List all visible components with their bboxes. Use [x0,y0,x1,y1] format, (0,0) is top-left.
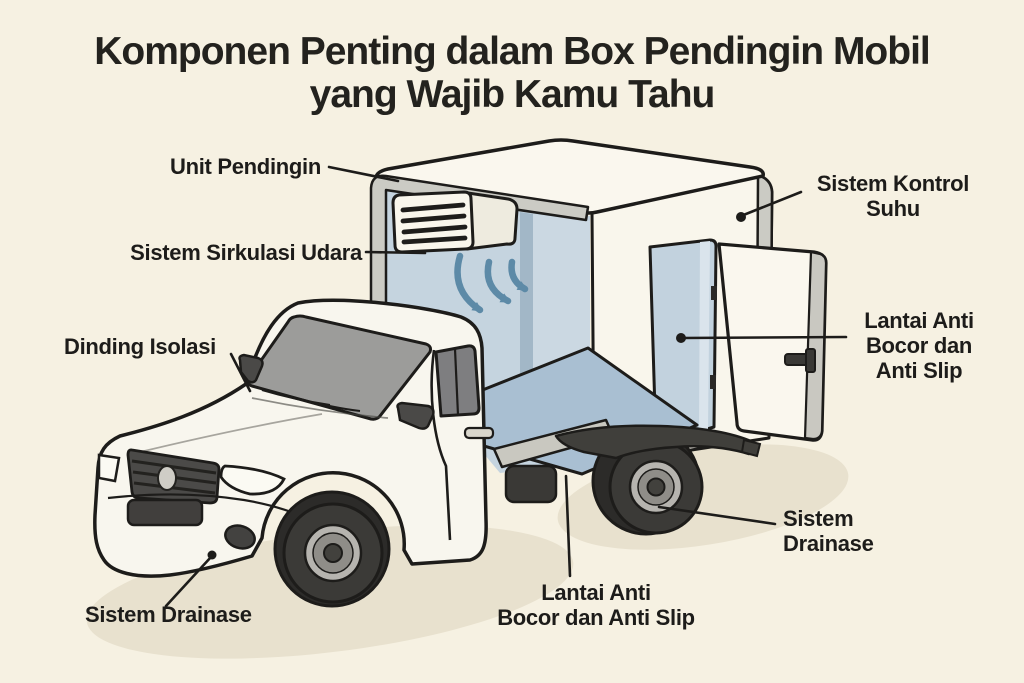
airflow-arrows-icon [454,252,529,314]
fog-light [224,524,256,550]
box-frame [369,174,590,334]
front-wheel [273,490,391,608]
truck-cab [93,298,495,578]
title-line-2: yang Wajib Kamu Tahu [309,73,716,116]
label-lantai-anti-right: Lantai Anti Bocor dan Anti Slip [864,308,974,383]
bumper-intake [126,498,204,527]
label-unit-pendingin: Unit Pendingin [169,154,321,179]
side-mirror-icon [396,401,435,430]
leader-lines [164,165,848,608]
cooling-unit-icon [391,190,519,254]
door-handle-icon [784,348,816,373]
label-dinding-isolasi: Dinding Isolasi [64,334,216,359]
corner-mirror-icon [238,353,264,384]
brand-badge [157,465,177,491]
windshield [246,314,432,421]
label-sistem-sirkulasi-udara: Sistem Sirkulasi Udara [130,240,362,265]
page-title: Komponen Penting dalam Box Pendingin Mob… [0,30,1024,116]
label-sistem-drainase-bottom: Sistem Drainase [85,602,252,627]
headlight [219,464,286,496]
label-sistem-kontrol-suhu: Sistem Kontrol Suhu [816,171,970,221]
leader-dots [207,212,746,560]
label-lantai-anti-bottom: Lantai Anti Bocor dan Anti Slip [497,580,695,630]
cab-door-handle-icon [463,426,495,440]
label-sistem-drainase-right: Sistem Drainase [783,506,874,556]
chassis [554,424,762,460]
open-door-icon [717,242,828,442]
title-line-1: Komponen Penting dalam Box Pendingin Mob… [94,30,931,73]
